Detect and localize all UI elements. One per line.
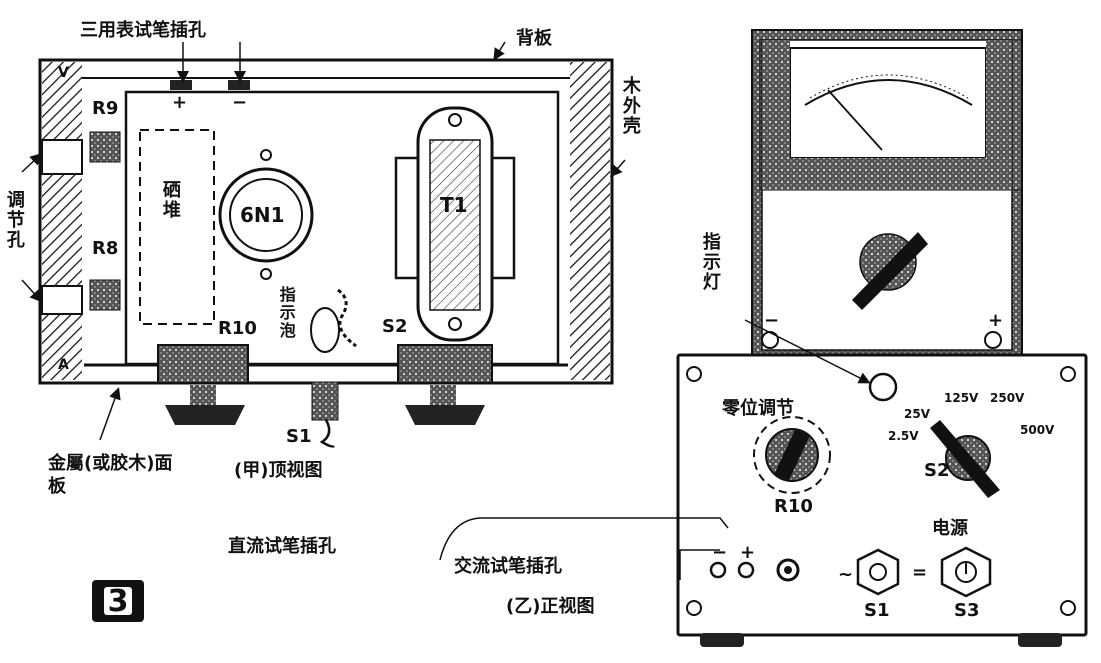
label-s1-top: S1 [286, 426, 312, 447]
caption-front-view: (乙)正视图 [506, 596, 595, 617]
left-wall [42, 62, 82, 380]
label-back-plate: 背板 [516, 28, 552, 49]
label-power: 电源 [932, 518, 968, 539]
figure-number: 3 [104, 584, 132, 619]
label-panel: 金屬(或胶木)面板 [48, 453, 173, 498]
plus-sign: + [172, 92, 188, 113]
figure-number-badge: 3 [92, 580, 144, 622]
range-25v: 25V [904, 407, 930, 421]
range-500v: 500V [1020, 423, 1055, 437]
label-zero-adjust: 零位调节 [722, 398, 794, 419]
corner-mark-a: A [58, 357, 69, 373]
label-transformer: T1 [440, 193, 468, 217]
minus-sign: − [232, 92, 248, 113]
label-meter-plus: + [988, 310, 1004, 331]
label-tube: 6N1 [240, 203, 285, 227]
label-test-jacks: 三用表试笔插孔 [80, 20, 206, 41]
label-r8: R8 [92, 238, 119, 259]
s3-power-switch[interactable] [940, 546, 992, 598]
label-s2-front: S2 [924, 460, 950, 481]
label-dc-jack: 直流试笔插孔 [228, 536, 336, 557]
r10-knob-top [157, 344, 249, 384]
corner-mark-v: V [58, 65, 69, 81]
equals-mark: = [912, 562, 928, 583]
jack-dc-plus[interactable] [737, 561, 755, 579]
meter-needle [827, 89, 883, 151]
jack-ac[interactable] [776, 558, 800, 582]
label-r10-top: R10 [218, 318, 257, 339]
label-wood-case: 木外壳 [619, 76, 641, 136]
r10-knob[interactable] [753, 416, 831, 494]
range-2-5v: 2.5V [888, 429, 919, 443]
transformer-t1 [416, 106, 494, 342]
selenium-stack [139, 129, 215, 325]
s1-switch[interactable] [856, 548, 900, 596]
label-s1-front: S1 [864, 600, 890, 621]
indicator-lamp [868, 372, 898, 402]
label-s2-top: S2 [382, 316, 408, 337]
label-s3-front: S3 [954, 600, 980, 621]
jack-dc-minus[interactable] [709, 561, 727, 579]
s1-toggle-top [311, 381, 339, 421]
s2-knob-top [397, 344, 493, 384]
meter-window [789, 47, 987, 159]
label-r9: R9 [92, 98, 119, 119]
right-wall [570, 62, 610, 380]
label-battery: 硒堆 [159, 180, 181, 220]
indicator-bulb [310, 307, 340, 353]
label-adjust-hole: 调节孔 [3, 190, 25, 250]
range-250v: 250V [990, 391, 1025, 405]
label-indicator-lamp: 指示灯 [699, 232, 721, 292]
s2-knob[interactable] [930, 420, 1000, 498]
label-r10-front: R10 [774, 496, 813, 517]
jack-minus-mark: − [712, 542, 728, 563]
caption-top-view: (甲)顶视图 [234, 460, 323, 481]
tube-6n1 [218, 167, 314, 263]
front-view [439, 29, 1088, 647]
label-lamp: 指示泡 [276, 286, 296, 340]
top-view [21, 41, 626, 448]
label-ac-jack: 交流试笔插孔 [454, 556, 562, 577]
jack-plus-mark: + [740, 542, 756, 563]
label-meter-minus: − [764, 310, 780, 331]
tilde-mark: ~ [838, 564, 854, 585]
range-125v: 125V [944, 391, 979, 405]
